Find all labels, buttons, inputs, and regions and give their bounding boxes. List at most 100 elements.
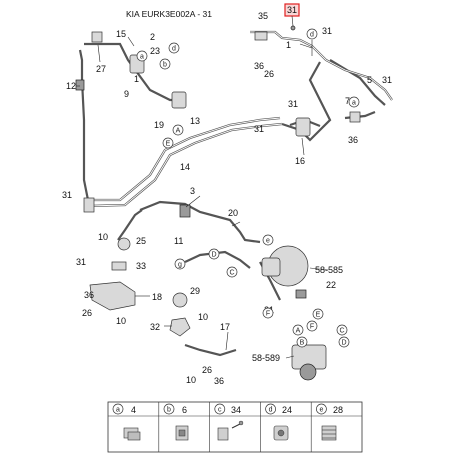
legend-letter: b xyxy=(167,407,171,414)
legend-letter-circle xyxy=(214,403,226,415)
legend-number: 24 xyxy=(282,405,292,415)
fitting-31-left xyxy=(83,197,95,213)
legend-letter: e xyxy=(319,407,323,414)
svg-text:g: g xyxy=(178,262,182,269)
spring-clip-icon xyxy=(321,425,337,441)
callout-58-589: 58-589 xyxy=(252,353,280,363)
legend-table: a 4 b 6 c 34 xyxy=(107,401,363,453)
callout-35-top: 35 xyxy=(258,11,268,21)
svg-text:A: A xyxy=(296,328,301,335)
callout-33: 33 xyxy=(136,261,146,271)
callout-27: 27 xyxy=(96,64,106,74)
master-cylinder-port xyxy=(295,289,307,299)
callout-2: 2 xyxy=(150,32,155,42)
diagram-title: KIA EURK3E002A - 31 xyxy=(126,9,212,19)
junction-16 xyxy=(295,117,311,137)
callout-31-mid: 31 xyxy=(288,99,298,109)
callout-36-top: 36 xyxy=(254,61,264,71)
clip-bolt-icon xyxy=(217,420,244,441)
legend-cell-a[interactable]: a 4 xyxy=(112,403,141,441)
svg-text:A: A xyxy=(176,128,181,135)
fitting-7 xyxy=(349,111,361,123)
pipe-main-1-inner xyxy=(88,117,281,201)
marker-D-1: D xyxy=(208,248,220,260)
fitting-27 xyxy=(91,31,103,43)
callout-7: 7 xyxy=(345,96,350,106)
callout-10-bottom: 10 xyxy=(186,375,196,385)
legend-letter: d xyxy=(269,407,273,414)
pipe-right-upper-2 xyxy=(329,59,386,106)
svg-text:F: F xyxy=(266,311,270,318)
highlight-callout[interactable]: 31 xyxy=(284,3,300,31)
proportioning-valve-18 xyxy=(89,281,136,311)
bracket-icon xyxy=(175,425,189,441)
callout-31-mid-left: 31 xyxy=(254,124,264,134)
svg-text:d: d xyxy=(172,46,176,53)
callout-11: 11 xyxy=(174,236,183,246)
legend-cell-b[interactable]: b 6 xyxy=(163,403,189,441)
callout-31-left: 31 xyxy=(62,190,72,200)
callout-10-mid: 10 xyxy=(198,312,208,322)
svg-text:a: a xyxy=(352,100,356,107)
connector-19 xyxy=(171,91,187,109)
leader-20 xyxy=(231,221,241,227)
callout-15: 15 xyxy=(116,29,126,39)
marker-F-1: F xyxy=(262,307,274,319)
marker-C-2: C xyxy=(336,324,348,336)
svg-text:D: D xyxy=(211,252,216,259)
pipe-mid-20 xyxy=(139,200,261,244)
svg-text:B: B xyxy=(300,340,305,347)
marker-E-1: E xyxy=(162,137,174,149)
leader-15 xyxy=(127,36,135,47)
marker-C-1: C xyxy=(226,266,238,278)
svg-text:F: F xyxy=(310,324,314,331)
highlight-leader xyxy=(291,15,294,27)
legend-number: 28 xyxy=(333,405,343,415)
svg-text:e: e xyxy=(266,238,270,245)
pipe-main-2-inner xyxy=(87,123,283,207)
grommet-icon xyxy=(273,425,289,441)
pipe-right-upper-inner xyxy=(250,31,393,101)
leader-lines xyxy=(76,36,329,359)
callout-25: 25 xyxy=(136,236,146,246)
svg-text:d: d xyxy=(310,32,314,39)
components xyxy=(75,31,361,381)
callout-9: 9 xyxy=(124,89,129,99)
callout-58-585: 58-585 xyxy=(315,265,343,275)
marker-E-2: E xyxy=(312,308,324,320)
callout-20: 20 xyxy=(228,208,238,218)
callout-36-right: 36 xyxy=(348,135,358,145)
callout-26-top: 26 xyxy=(264,69,274,79)
svg-text:b: b xyxy=(163,62,167,69)
legend-number: 6 xyxy=(182,405,187,415)
marker-A-2: A xyxy=(292,324,304,336)
callout-29: 29 xyxy=(190,286,200,296)
callout-18: 18 xyxy=(152,292,162,302)
legend-cell-c[interactable]: c 34 xyxy=(214,403,244,441)
callout-31-lower-left: 31 xyxy=(76,257,86,267)
highlight-label: 31 xyxy=(287,5,297,15)
legend-cell-e[interactable]: e 28 xyxy=(316,403,343,441)
clip-icon xyxy=(123,427,141,441)
pipe-25 xyxy=(117,209,143,241)
svg-text:a: a xyxy=(140,54,144,61)
legend-letter-circle xyxy=(163,403,175,415)
marker-e-1: e xyxy=(262,234,274,246)
callout-36-lower-left: 36 xyxy=(84,290,94,300)
svg-text:D: D xyxy=(341,340,346,347)
marker-B-1: B xyxy=(296,336,308,348)
highlight-box xyxy=(284,3,300,17)
callout-5: 5 xyxy=(367,75,372,85)
leader-58-589 xyxy=(285,355,295,359)
svg-text:C: C xyxy=(229,270,234,277)
leader-1-right xyxy=(299,43,313,49)
marker-b-1: b xyxy=(159,58,171,70)
callout-19: 19 xyxy=(154,120,164,130)
fitting-12 xyxy=(75,79,85,91)
legend-cell-d[interactable]: d 24 xyxy=(265,403,292,441)
marker-g-1: g xyxy=(174,258,186,270)
legend-number: 4 xyxy=(131,405,136,415)
leader-16 xyxy=(301,137,305,156)
callout-1-right: 1 xyxy=(286,40,291,50)
